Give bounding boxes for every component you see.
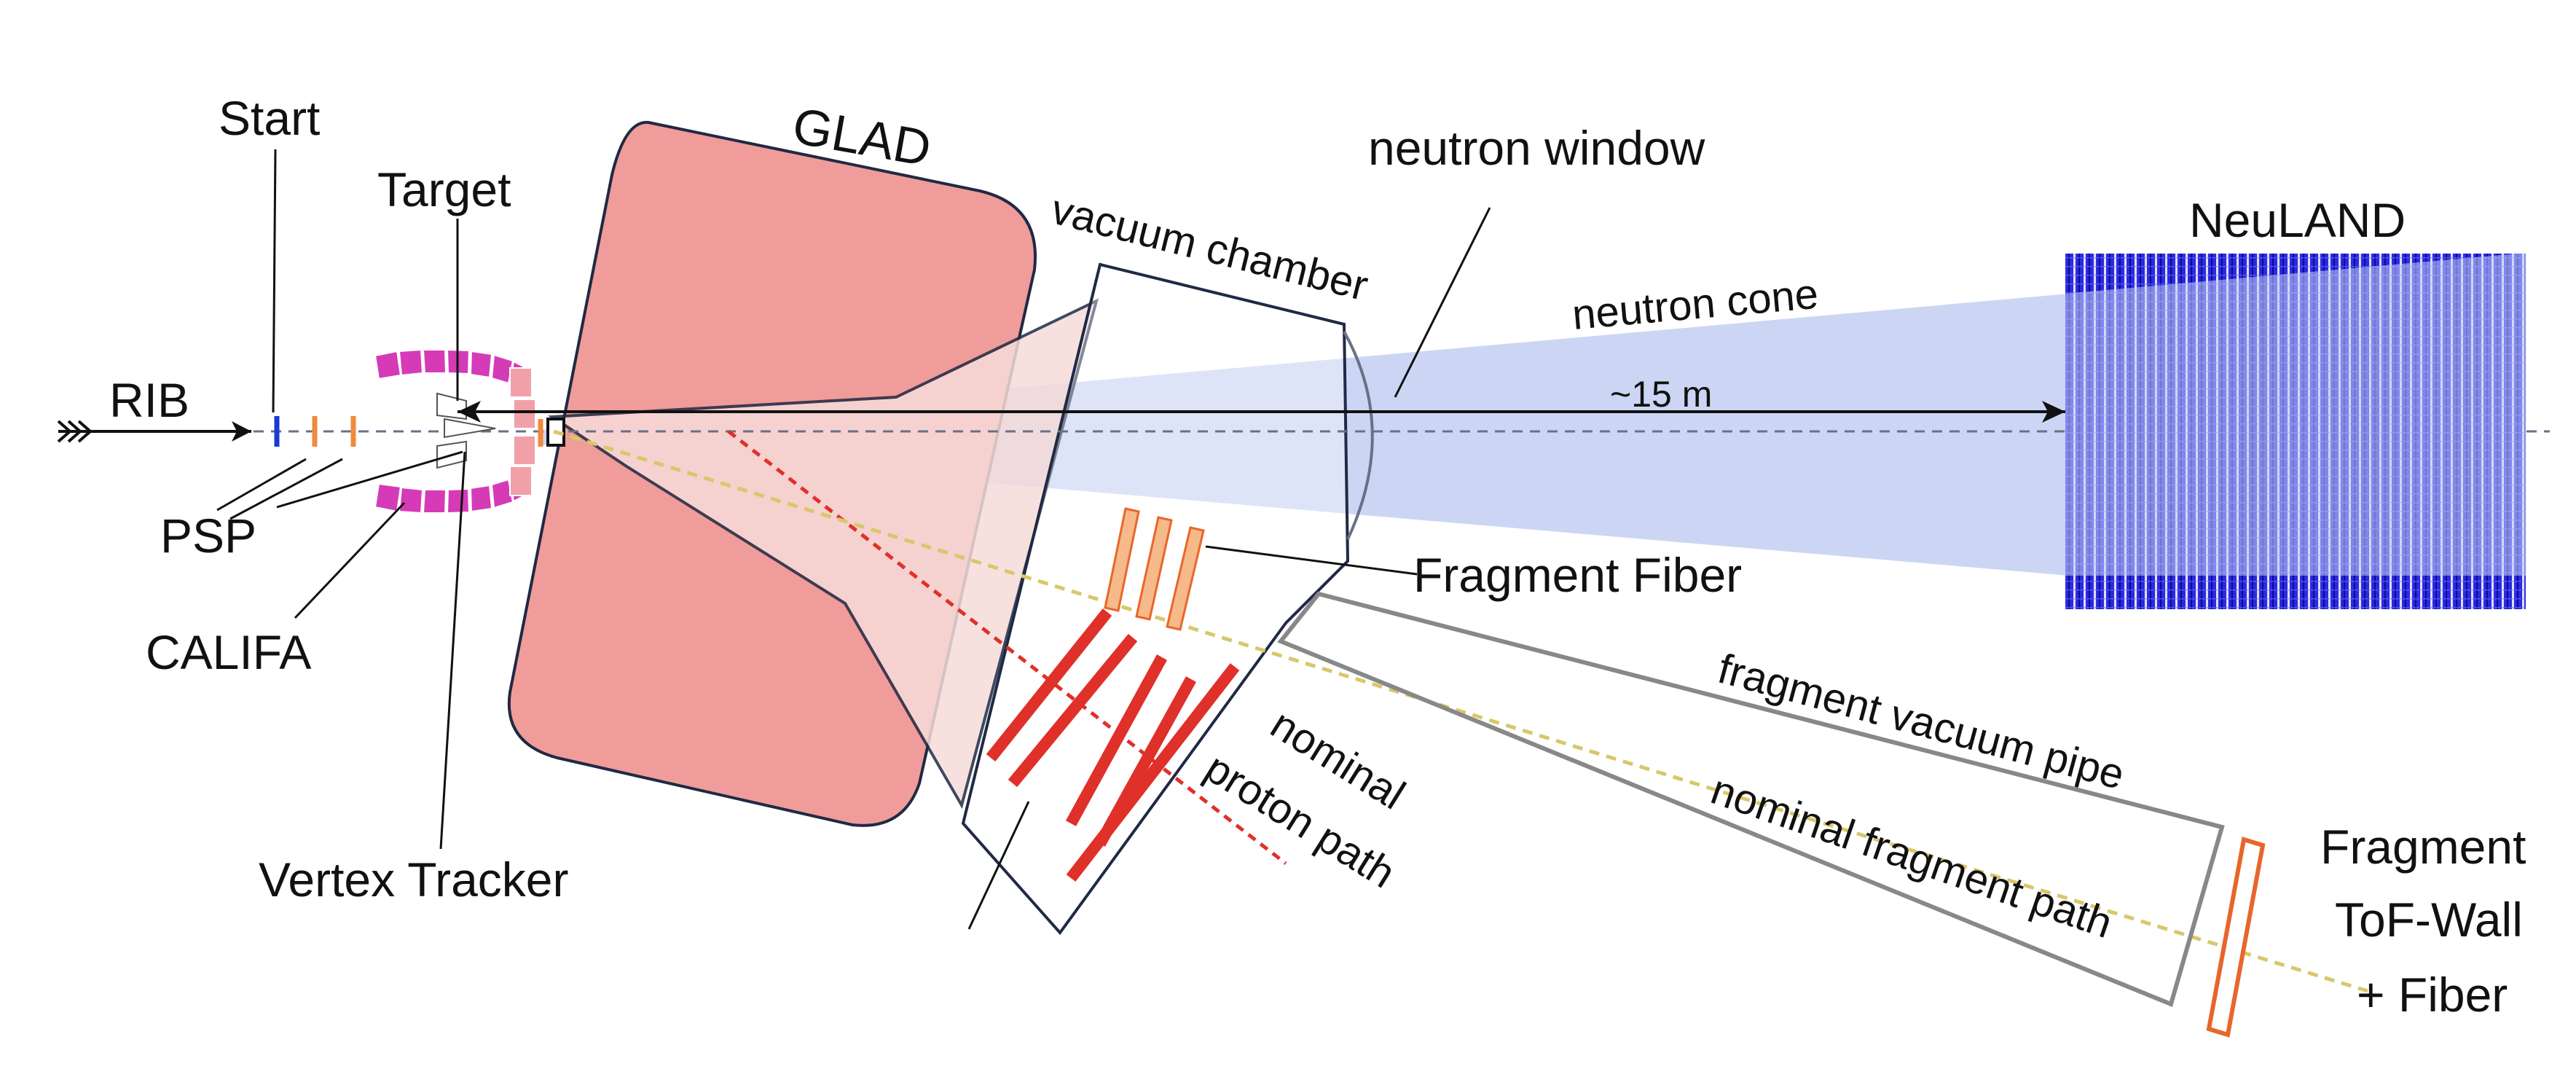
rib-arrow [57,420,251,443]
proton-path [727,430,1287,865]
label-rib: RIB [109,373,189,427]
label-fragment-fiber: Fragment Fiber [1413,548,1742,602]
fragment-vacuum-pipe [1277,591,2225,1008]
label-neutron-window: neutron window [1368,121,1705,175]
label-fragment-vacuum-pipe: fragment vacuum pipe [1713,645,2129,799]
label-neuland: NeuLAND [2189,193,2406,247]
fragment-path [553,429,2368,993]
glad-acceptance [547,298,1099,810]
neuland-cone-overlay [2065,253,2526,576]
fragment-fibers [1104,507,1205,631]
label-target: Target [377,162,511,216]
label-distance: ~15 m [1610,374,1712,415]
label-tof-wall: ToF-Wall [2335,893,2523,947]
proton-detectors [986,608,1240,882]
label-fragment: Fragment [2320,820,2526,874]
distance-arrow [458,401,2065,423]
label-start: Start [219,91,320,145]
califa-calorimeter [374,348,532,514]
califa-endcap [509,367,536,496]
neutron-window [1343,331,1374,540]
label-vertex-tracker: Vertex Tracker [259,853,569,906]
label-psp: PSP [160,509,256,563]
label-nominal-fragment-path: nominal fragment path [1705,766,2118,947]
label-plus-fiber: + Fiber [2357,968,2508,1022]
label-califa: CALIFA [146,625,311,679]
fragment-tof-wall [2206,837,2266,1038]
neutron-cone [541,294,2069,576]
leader-lines [216,149,1491,930]
